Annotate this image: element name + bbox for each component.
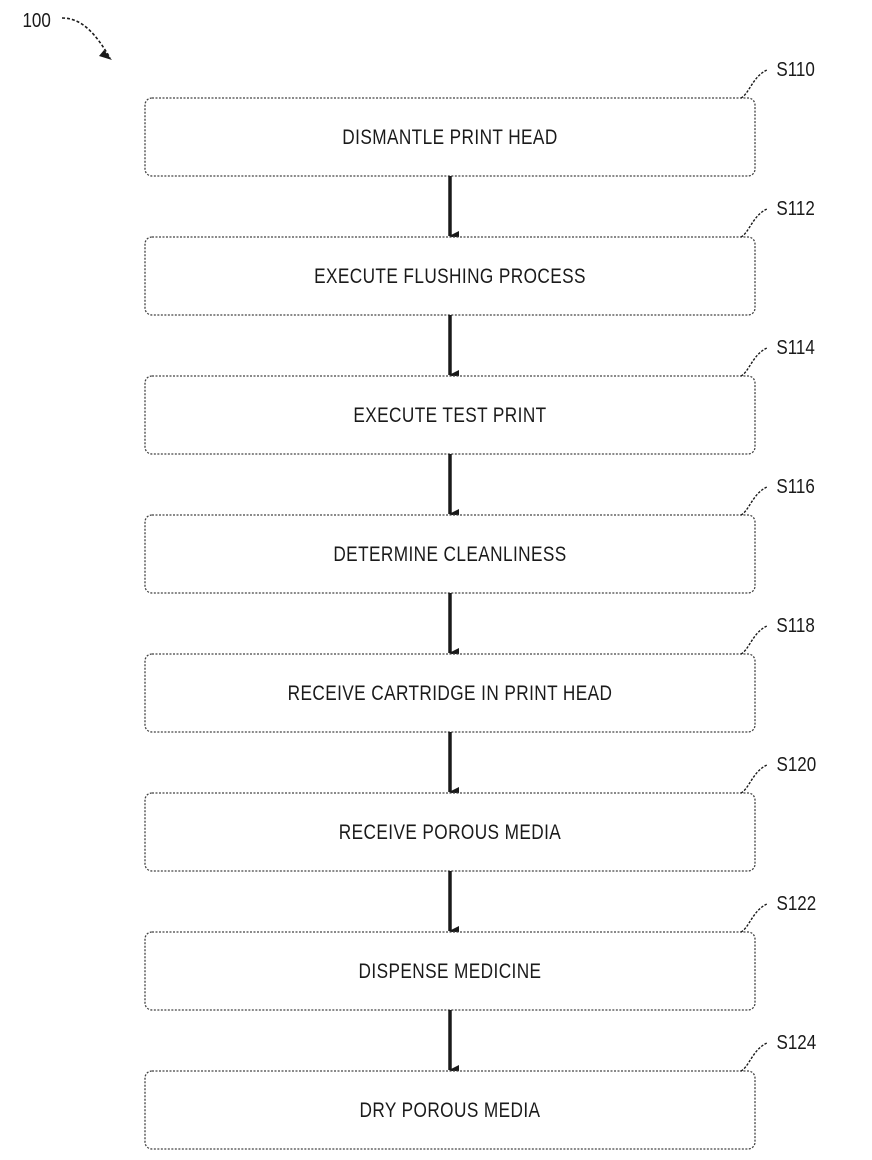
step-id: S116 [776, 475, 814, 498]
step-id-leader [741, 348, 767, 376]
step-label: DRY POROUS MEDIA [360, 1100, 541, 1123]
step-id: S110 [776, 58, 814, 81]
step-id-leader [741, 626, 767, 654]
step-id: S122 [777, 892, 817, 915]
flow-step: DETERMINE CLEANLINESS S116 [145, 475, 815, 593]
step-label: EXECUTE FLUSHING PROCESS [314, 266, 586, 289]
step-label: RECEIVE POROUS MEDIA [339, 822, 561, 845]
step-id: S120 [777, 753, 817, 776]
step-id-leader [741, 209, 767, 237]
step-label: EXECUTE TEST PRINT [353, 405, 546, 428]
step-id-leader [741, 70, 767, 98]
flow-step: EXECUTE TEST PRINT S114 [145, 336, 815, 454]
step-id: S112 [776, 197, 814, 220]
step-id: S118 [776, 614, 814, 637]
step-id-leader [741, 765, 767, 793]
figure-reference-number: 100 [23, 9, 51, 32]
step-id-leader [741, 1043, 767, 1071]
step-id: S114 [776, 336, 814, 359]
flow-step: DISMANTLE PRINT HEAD S110 [145, 58, 815, 176]
flow-step: RECEIVE CARTRIDGE IN PRINT HEAD S118 [145, 614, 815, 732]
step-label: DISMANTLE PRINT HEAD [342, 127, 557, 150]
flow-step: DISPENSE MEDICINE S122 [145, 892, 816, 1010]
flow-step: EXECUTE FLUSHING PROCESS S112 [145, 197, 815, 315]
step-label: RECEIVE CARTRIDGE IN PRINT HEAD [288, 683, 613, 706]
step-id: S124 [777, 1031, 817, 1054]
step-id-leader [741, 904, 767, 932]
step-label: DISPENSE MEDICINE [359, 961, 542, 984]
step-label: DETERMINE CLEANLINESS [333, 544, 566, 567]
flow-step: DRY POROUS MEDIA S124 [145, 1031, 816, 1149]
flowchart-steps: DISMANTLE PRINT HEAD S110EXECUTE FLUSHING… [145, 58, 816, 1149]
flow-step: RECEIVE POROUS MEDIA S120 [145, 753, 816, 871]
step-id-leader [741, 487, 767, 515]
